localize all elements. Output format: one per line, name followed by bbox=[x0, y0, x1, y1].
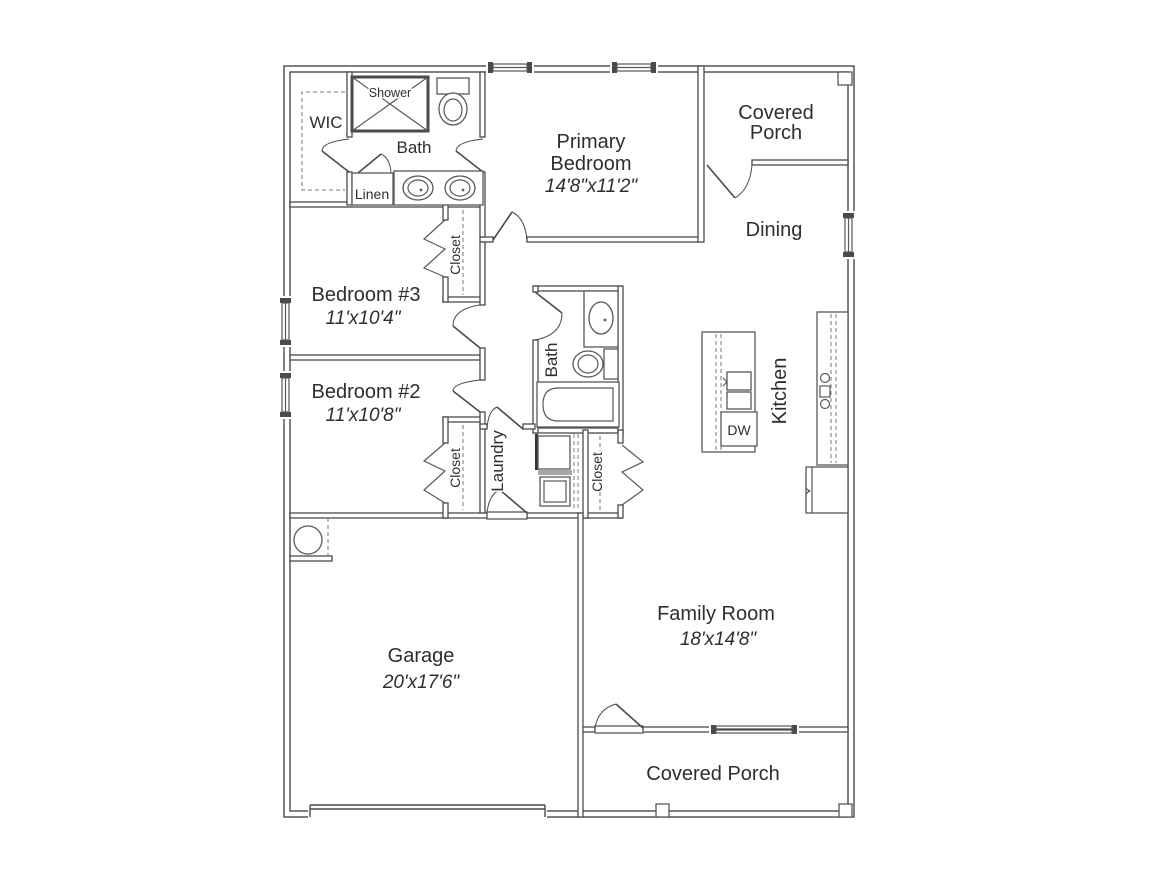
room-label-garage: Garage bbox=[388, 645, 455, 667]
porch-posts bbox=[655, 71, 853, 818]
porch-post bbox=[655, 803, 670, 818]
window-icon-primary-2 bbox=[610, 60, 658, 75]
bathtub-icon bbox=[536, 381, 620, 428]
room-label-family-room: Family Room bbox=[657, 603, 775, 625]
bifold-door-icon-hall-closet bbox=[620, 444, 645, 506]
sink-icon-hall-bath bbox=[583, 290, 619, 348]
door-icon-linen bbox=[357, 153, 392, 174]
window-icon-family-porch bbox=[709, 723, 799, 736]
porch-post bbox=[837, 71, 853, 86]
laundry-shelf bbox=[538, 470, 572, 475]
doors bbox=[321, 138, 753, 734]
room-label-hall-bath: Bath bbox=[542, 343, 561, 378]
linen-closet bbox=[351, 172, 394, 206]
room-label-linen: Linen bbox=[355, 186, 389, 202]
window-icon-bedroom3 bbox=[278, 296, 293, 347]
kitchen-island bbox=[701, 331, 758, 453]
primary-suite-fixtures bbox=[301, 75, 484, 206]
room-label-dining: Dining bbox=[746, 219, 803, 241]
dishwasher-box bbox=[720, 411, 758, 447]
door-icon-entry-porch-dining bbox=[706, 164, 753, 199]
room-label-hall-closet: Closet bbox=[589, 452, 605, 492]
bifold-door-icon-bedroom2-closet bbox=[422, 442, 447, 504]
room-labels: WIC Shower Bath Linen Primary Bedroom 14… bbox=[308, 85, 815, 787]
windows bbox=[278, 60, 856, 736]
room-label-covered-porch-bottom: Covered Porch bbox=[646, 763, 779, 785]
room-label-laundry: Laundry bbox=[488, 430, 507, 492]
room-label-bedroom2-closet: Closet bbox=[447, 448, 463, 488]
closet-details bbox=[422, 210, 645, 510]
bifold-door-icon-bedroom3-closet bbox=[422, 219, 447, 278]
garage-door-icon bbox=[308, 804, 547, 818]
toilet-icon-primary bbox=[436, 77, 470, 126]
laundry-appliances bbox=[535, 434, 579, 508]
range-icon bbox=[819, 372, 831, 410]
porch-post bbox=[838, 803, 853, 818]
room-dims-bedroom3: 11'x10'4" bbox=[326, 308, 402, 329]
room-label-shower: Shower bbox=[369, 86, 411, 100]
dryer-icon bbox=[539, 476, 571, 507]
door-icon-family-porch bbox=[594, 703, 644, 734]
door-icon-garage-laundry bbox=[486, 489, 528, 520]
door-icon-primary-bedroom bbox=[492, 211, 528, 241]
hall-bath-fixtures bbox=[536, 290, 620, 428]
kitchen-wall-counter bbox=[816, 311, 849, 466]
window-icon-primary-1 bbox=[486, 60, 534, 75]
room-label-dishwasher: DW bbox=[727, 422, 751, 438]
door-icon-bedroom3 bbox=[452, 304, 481, 349]
door-icon-hall-bath bbox=[534, 291, 563, 341]
shower-icon bbox=[350, 75, 430, 133]
room-label-primary-bedroom-1: Primary bbox=[557, 131, 626, 153]
room-label-covered-porch-top-1: Covered bbox=[738, 102, 814, 124]
door-icon-primary-bath bbox=[455, 138, 484, 173]
refrigerator-icon bbox=[805, 466, 849, 514]
door-icon-laundry bbox=[486, 406, 524, 430]
room-label-covered-porch-top-2: Porch bbox=[750, 122, 802, 144]
wic-shelving bbox=[301, 91, 345, 191]
room-label-primary-bath: Bath bbox=[397, 138, 432, 157]
room-dims-family-room: 18'x14'8" bbox=[680, 629, 758, 650]
room-dims-primary-bedroom: 14'8"x11'2" bbox=[545, 176, 638, 197]
washer-icon bbox=[537, 435, 571, 470]
window-icon-bedroom2 bbox=[278, 371, 293, 419]
room-dims-garage: 20'x17'6" bbox=[382, 672, 461, 693]
room-label-bedroom3: Bedroom #3 bbox=[312, 284, 421, 306]
room-dims-bedroom2: 11'x10'8" bbox=[326, 405, 402, 426]
window-icon-dining bbox=[841, 211, 856, 259]
room-label-bedroom3-closet: Closet bbox=[447, 235, 463, 275]
toilet-icon-hall-bath bbox=[572, 348, 619, 380]
kitchen-fixtures bbox=[701, 311, 849, 514]
door-icon-bedroom2 bbox=[452, 379, 481, 413]
island-sink-icon bbox=[722, 371, 752, 410]
room-label-bedroom2: Bedroom #2 bbox=[312, 381, 421, 403]
garage-details bbox=[289, 518, 547, 818]
vanity-double-sink-icon bbox=[393, 170, 484, 206]
water-heater-icon bbox=[289, 518, 333, 562]
room-label-primary-bedroom-2: Bedroom bbox=[550, 153, 631, 175]
door-icon-wic bbox=[321, 138, 350, 173]
room-label-kitchen: Kitchen bbox=[769, 358, 791, 425]
room-label-wic: WIC bbox=[309, 113, 342, 132]
